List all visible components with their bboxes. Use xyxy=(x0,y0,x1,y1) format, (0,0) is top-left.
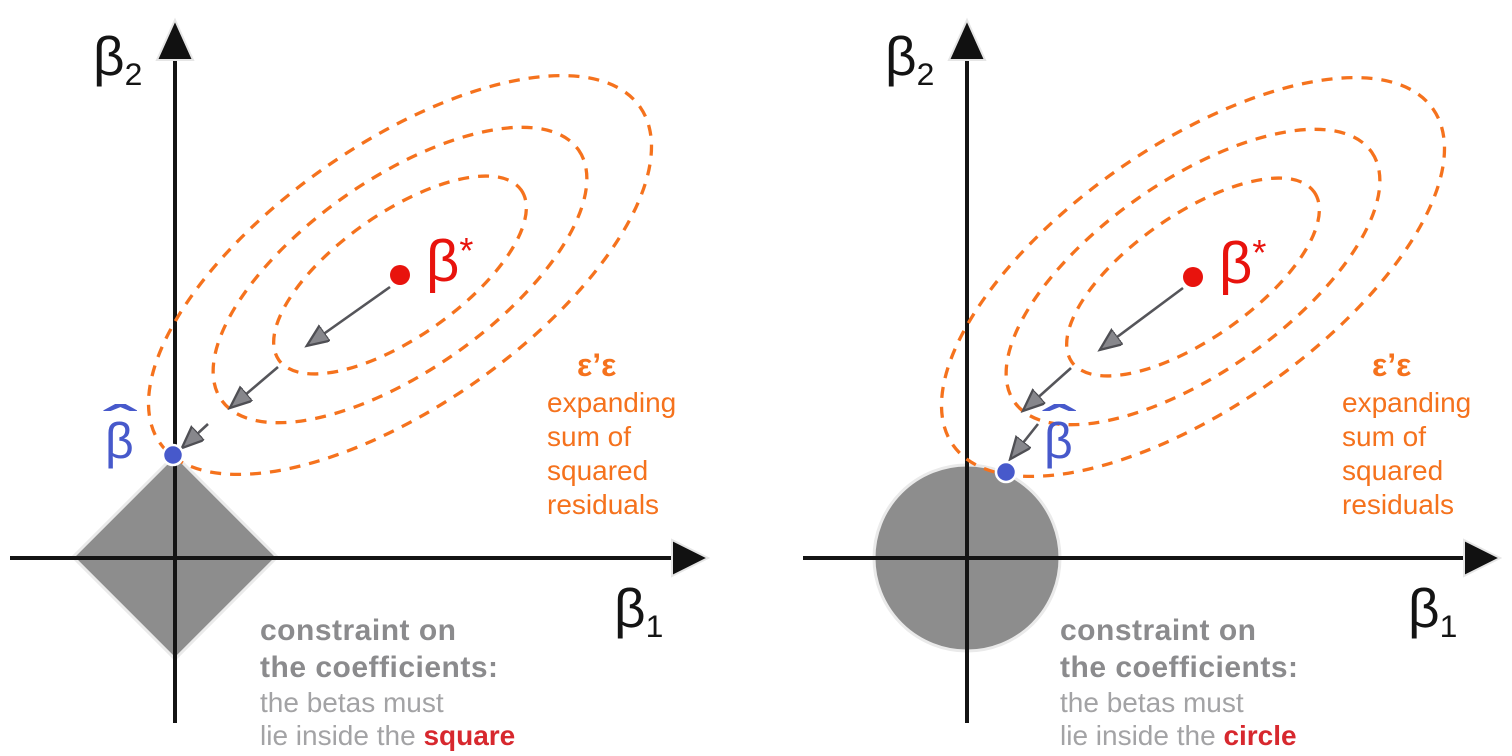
hat-accent: ˆ xyxy=(1042,399,1074,444)
constraint-body-line: lie inside the circle xyxy=(1060,719,1299,752)
shrinkage-arrows xyxy=(1011,286,1184,458)
x-axis-label: β1 xyxy=(614,576,663,645)
error-contour-middle xyxy=(211,125,589,425)
star-superscript: * xyxy=(1252,232,1267,274)
axis-subscript: 1 xyxy=(645,608,664,645)
constraint-body-line: the betas must xyxy=(1060,687,1244,718)
caption-line: sum of xyxy=(1342,421,1427,452)
unconstrained-optimum-label: β* xyxy=(426,228,473,295)
constrained-estimate-point xyxy=(161,443,185,467)
beta-glyph: β xyxy=(1044,413,1073,469)
unconstrained-optimum-point xyxy=(1183,267,1203,287)
caption-line: expanding xyxy=(1342,387,1472,418)
unconstrained-optimum-label: β* xyxy=(1219,230,1266,297)
constraint-heading-line: constraint on xyxy=(1060,614,1257,647)
axis-subscript: 2 xyxy=(916,56,935,93)
error-contours xyxy=(939,75,1447,479)
constrained-estimate-point xyxy=(994,460,1018,484)
epsilon-symbol: ε’ε xyxy=(577,347,617,383)
hat-accent: ˆ xyxy=(103,399,135,444)
y-axis-arrow-icon xyxy=(155,17,195,61)
constraint-body-prefix: lie inside the xyxy=(1060,720,1224,751)
unconstrained-optimum-point xyxy=(390,265,410,285)
caption-line: sum of xyxy=(547,421,632,452)
constraint-heading-line: constraint on xyxy=(260,614,457,647)
caption-line: residuals xyxy=(547,489,660,520)
x-axis-arrow-icon xyxy=(1463,538,1503,578)
constraint-heading-line: the coefficients: xyxy=(260,651,499,684)
caption-line: squared xyxy=(1342,455,1444,486)
error-contour-caption: ε’ε expanding sum of squared residuals xyxy=(547,348,676,522)
constraint-body-line: the betas must xyxy=(260,687,444,718)
panel-lasso xyxy=(10,17,711,723)
constraint-caption: constraint on the coefficients: the beta… xyxy=(260,612,515,752)
panel-ridge xyxy=(803,17,1503,723)
beta-glyph: β xyxy=(426,229,460,294)
error-contour-caption: ε’ε expanding sum of squared residuals xyxy=(1342,348,1471,522)
y-axis-label: β2 xyxy=(93,24,142,93)
error-contour-inner xyxy=(1065,176,1321,378)
shape-word: circle xyxy=(1223,720,1297,751)
star-superscript: * xyxy=(459,230,474,272)
error-contour-outer xyxy=(146,73,654,477)
constraint-heading-line: the coefficients: xyxy=(1060,651,1299,684)
axis-subscript: 1 xyxy=(1439,608,1458,645)
constraint-body-prefix: lie inside the xyxy=(260,720,424,751)
beta-glyph: β xyxy=(93,25,125,87)
beta-glyph: β xyxy=(614,577,646,639)
error-contours xyxy=(146,73,654,477)
beta-glyph: β xyxy=(1408,577,1440,639)
caption-line: squared xyxy=(547,455,649,486)
x-axis-label: β1 xyxy=(1408,576,1457,645)
epsilon-symbol: ε’ε xyxy=(1372,347,1412,383)
constraint-body-line: lie inside the square xyxy=(260,719,515,752)
axis-subscript: 2 xyxy=(124,56,143,93)
beta-glyph: β xyxy=(1219,231,1253,296)
beta-glyph: β xyxy=(105,413,134,469)
caption-line: expanding xyxy=(547,387,677,418)
constraint-caption: constraint on the coefficients: the beta… xyxy=(1060,612,1299,752)
shrinkage-arrows xyxy=(183,285,391,447)
error-contour-outer xyxy=(939,75,1447,479)
y-axis-arrow-icon xyxy=(947,17,987,61)
x-axis-arrow-icon xyxy=(671,538,711,578)
shape-word: square xyxy=(423,720,516,751)
caption-line: residuals xyxy=(1342,489,1455,520)
y-axis-label: β2 xyxy=(885,24,934,93)
error-contour-middle xyxy=(1004,127,1382,427)
beta-glyph: β xyxy=(885,25,917,87)
error-contour-inner xyxy=(272,174,528,376)
